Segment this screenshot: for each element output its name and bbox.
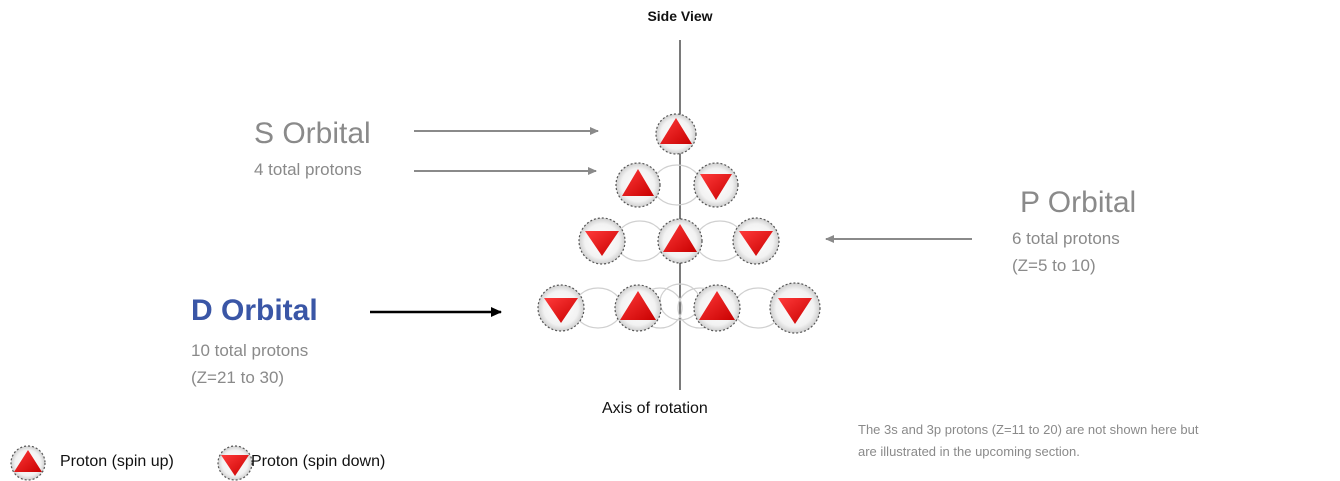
proton-spin-up [693, 284, 741, 332]
p-orbital-title: P Orbital [1020, 186, 1137, 219]
legend-spin-up-label: Proton (spin up) [60, 453, 174, 470]
s-orbital-count: 4 total protons [254, 160, 362, 179]
proton-spin-up [655, 113, 697, 155]
triangle-up-icon [10, 445, 46, 481]
d-orbital-range: (Z=21 to 30) [191, 368, 285, 387]
note-text-line-2: are illustrated in the upcoming section. [858, 444, 1080, 459]
d-orbital-title: D Orbital [191, 294, 318, 327]
p-orbital-count: 6 total protons [1012, 229, 1120, 248]
s-orbital-title: S Orbital [254, 117, 371, 150]
triangle-down-icon [217, 445, 253, 481]
proton-spin-up [614, 284, 662, 332]
p-orbital-range: (Z=5 to 10) [1012, 256, 1096, 275]
proton-spin-down [537, 284, 585, 332]
axis-label: Axis of rotation [602, 400, 708, 417]
legend-spin-down-label: Proton (spin down) [251, 453, 386, 470]
proton-spin-down [693, 162, 739, 208]
protons [537, 113, 821, 334]
proton-spin-down [769, 282, 821, 334]
proton-spin-down [732, 217, 780, 265]
proton-spin-up [657, 218, 703, 264]
proton-spin-up [615, 162, 661, 208]
proton-spin-down [578, 217, 626, 265]
note-text-line-1: The 3s and 3p protons (Z=11 to 20) are n… [858, 422, 1199, 437]
d-orbital-count: 10 total protons [191, 341, 309, 360]
diagram-title: Side View [647, 8, 713, 24]
